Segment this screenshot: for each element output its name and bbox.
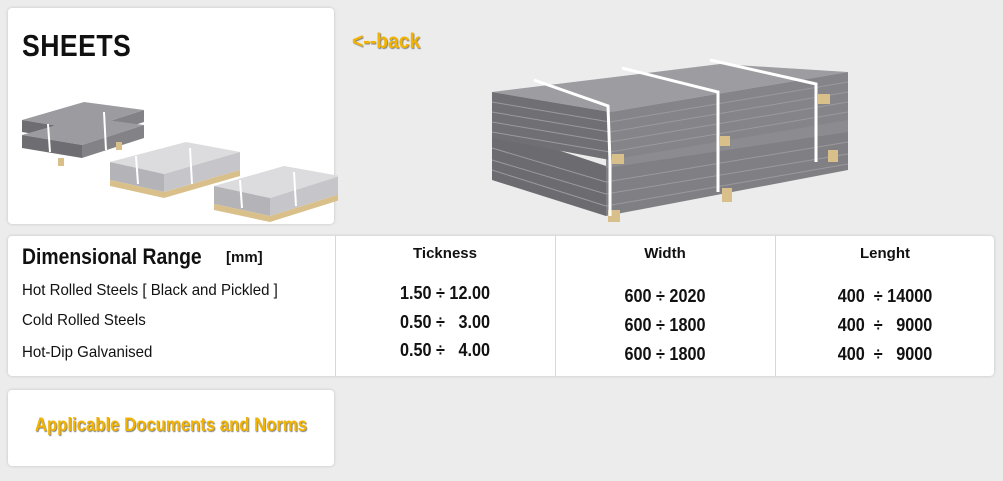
table-title: Dimensional Range [22,244,202,269]
row-label-cold-rolled: Cold Rolled Steels [22,312,146,329]
cell-thickness-cold-rolled: 0.50 ÷ 3.00 [400,312,490,332]
column-header-thickness: Tickness [413,245,477,262]
cell-thickness-galvanised: 0.50 ÷ 4.00 [400,340,490,360]
row-label-galvanised: Hot-Dip Galvanised [22,344,153,361]
page-title: SHEETS [22,28,132,63]
thumb-stack-3 [214,166,338,222]
cell-width-hot-rolled: 600 ÷ 2020 [624,286,706,306]
column-divider [555,236,556,376]
cell-width-galvanised: 600 ÷ 1800 [624,344,706,364]
sheets-bundle-image [491,58,849,222]
thumb-stack-2 [110,142,240,198]
dimensional-range-table: Dimensional Range [mm] Tickness Width Le… [8,236,994,376]
sheets-thumbnail [22,102,338,222]
column-header-length: Lenght [860,245,910,262]
cell-width-cold-rolled: 600 ÷ 1800 [624,315,706,335]
cell-length-hot-rolled: 400 ÷ 14000 [837,286,933,306]
cell-length-galvanised: 400 ÷ 9000 [837,344,933,364]
cell-thickness-hot-rolled: 1.50 ÷ 12.00 [400,283,490,303]
row-label-hot-rolled: Hot Rolled Steels [ Black and Pickled ] [22,282,278,299]
documents-card: Applicable Documents and Norms [8,390,334,466]
back-link[interactable]: <--back [352,30,421,53]
column-divider [335,236,336,376]
table-unit: [mm] [226,249,263,266]
column-header-width: Width [644,245,686,262]
cell-length-cold-rolled: 400 ÷ 9000 [837,315,933,335]
sheets-card: SHEETS [8,8,338,224]
documents-norms-link[interactable]: Applicable Documents and Norms [34,415,308,436]
thumb-stack-1 [22,102,144,166]
column-divider [775,236,776,376]
